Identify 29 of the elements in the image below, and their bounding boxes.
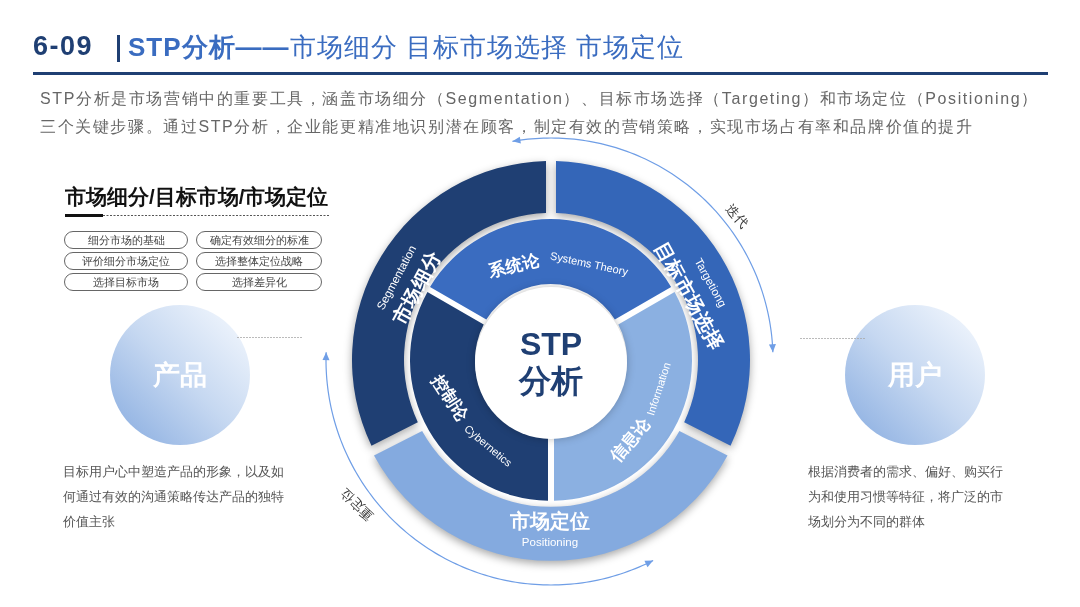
tag-pill bbox=[196, 273, 322, 291]
arrow-label: 迭代 bbox=[723, 201, 751, 231]
tag-pill bbox=[196, 252, 322, 270]
tag-text: 确定有效细分的标准 bbox=[209, 234, 309, 246]
tag-text: 评价细分市场定位 bbox=[82, 255, 170, 267]
panel-heading: 市场细分/目标市场/市场定位 bbox=[65, 184, 329, 210]
tag-text: 细分市场的基础 bbox=[87, 234, 165, 246]
tag-text: 选择差异化 bbox=[231, 276, 287, 288]
circle-label: 产品 bbox=[153, 359, 207, 392]
tag-text: 选择整体定位战略 bbox=[215, 255, 303, 267]
tag-pill bbox=[64, 273, 188, 291]
center-label: STP分析 bbox=[517, 326, 584, 400]
intro-text: STP分析是市场营销中的重要工具，涵盖市场细分（Segmentation）、目标市场选择（Targeting）和市场定位（Positioning）三个关键步骤。通过STP分析，企业能更精准地识别潜在顾客，制定有效的营销策略，实现市场占有率和品牌价值的提升 bbox=[40, 89, 1040, 137]
segment-title: 信息论 bbox=[607, 415, 653, 465]
segment-title: 系统论 bbox=[487, 251, 541, 280]
description-text: 目标用户心中塑造产品的形象，以及如何通过有效的沟通策略传达产品的独特价值主张 bbox=[63, 463, 285, 531]
tag-pill bbox=[196, 231, 322, 249]
tag-pill bbox=[64, 231, 188, 249]
segment-subtitle: Systems Theory bbox=[549, 250, 629, 278]
arrow-label: 重定位 bbox=[338, 486, 376, 524]
description-text: 根据消费者的需求、偏好、购买行为和使用习惯等特征，将广泛的市场划分为不同的群体 bbox=[808, 463, 1004, 531]
circle-label: 用户 bbox=[888, 359, 942, 392]
segment-subtitle: Positioning bbox=[521, 537, 579, 549]
page-number: 6-09 bbox=[33, 31, 94, 62]
tag-pill bbox=[64, 252, 188, 270]
segment-title: 控制论 bbox=[428, 371, 471, 424]
slide-title: STP分析——市场细分 目标市场选择 市场定位 bbox=[128, 31, 685, 64]
segment-title: 市场定位 bbox=[510, 512, 590, 532]
tag-text: 选择目标市场 bbox=[93, 276, 159, 288]
